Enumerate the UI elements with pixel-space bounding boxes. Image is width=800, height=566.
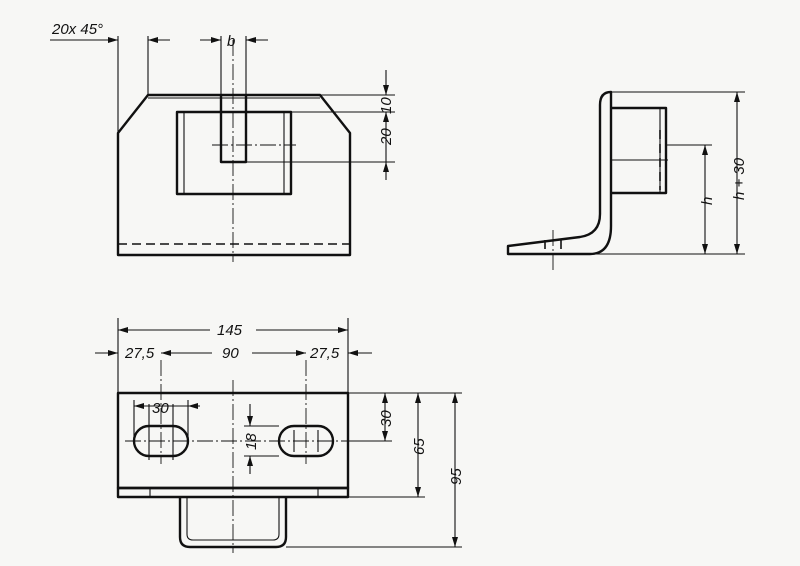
side-view: h h + 30: [506, 90, 748, 270]
front-view: 20x 45° b 10 20: [50, 21, 395, 262]
top-view-tab: [178, 497, 288, 549]
dim-plate-height: 65: [411, 438, 428, 455]
arrowhead: [734, 92, 740, 102]
dim-overall-width: 145: [217, 322, 243, 339]
arrowhead: [211, 37, 221, 43]
arrowhead: [383, 112, 389, 122]
arrowhead: [246, 37, 256, 43]
arrowhead: [161, 350, 171, 356]
front-view-slot: [219, 95, 248, 164]
arrowhead: [108, 37, 118, 43]
arrowhead: [702, 145, 708, 155]
dim-slot-length: 30: [152, 400, 169, 417]
arrowhead: [148, 37, 158, 43]
arrowhead: [296, 350, 306, 356]
dim-slot-width: b: [227, 33, 235, 50]
arrowhead: [452, 393, 458, 403]
arrowhead: [383, 162, 389, 172]
arrowhead: [247, 416, 253, 426]
dim-slot-from-top: 30: [378, 410, 395, 427]
front-view-outline: [116, 93, 352, 257]
arrowhead: [382, 431, 388, 441]
arrowhead: [348, 350, 358, 356]
top-view: 145 27,5 90 27,5 30 18: [95, 318, 465, 553]
arrowhead: [702, 244, 708, 254]
dim-overall-height: 95: [448, 468, 465, 485]
arrowhead: [452, 537, 458, 547]
arrowhead: [134, 403, 144, 409]
dim-edge-right: 27,5: [309, 345, 340, 362]
dim-chamfer: 20x 45°: [51, 21, 103, 38]
dim-h-plus-30: h + 30: [731, 157, 748, 200]
dim-slot-depth: 20: [378, 128, 395, 146]
label-backing: [212, 341, 252, 359]
arrowhead: [382, 393, 388, 403]
front-view-tab: [175, 110, 293, 196]
arrowhead: [415, 487, 421, 497]
arrowhead: [338, 327, 348, 333]
dim-h: h: [699, 197, 716, 205]
arrowhead: [734, 244, 740, 254]
arrowhead: [108, 350, 118, 356]
label-backing: [210, 318, 256, 336]
side-view-tab: [611, 106, 668, 195]
dim-top-offset: 10: [378, 97, 395, 114]
slot-edge: [611, 153, 668, 168]
arrowhead: [383, 85, 389, 95]
side-view-profile: [506, 90, 613, 256]
dim-slot-height: 18: [243, 433, 260, 450]
dim-edge-left: 27,5: [124, 345, 155, 362]
arrowhead: [247, 456, 253, 466]
dim-hole-spacing: 90: [222, 345, 239, 362]
arrowhead: [188, 403, 198, 409]
arrowhead: [118, 327, 128, 333]
arrowhead: [415, 393, 421, 403]
